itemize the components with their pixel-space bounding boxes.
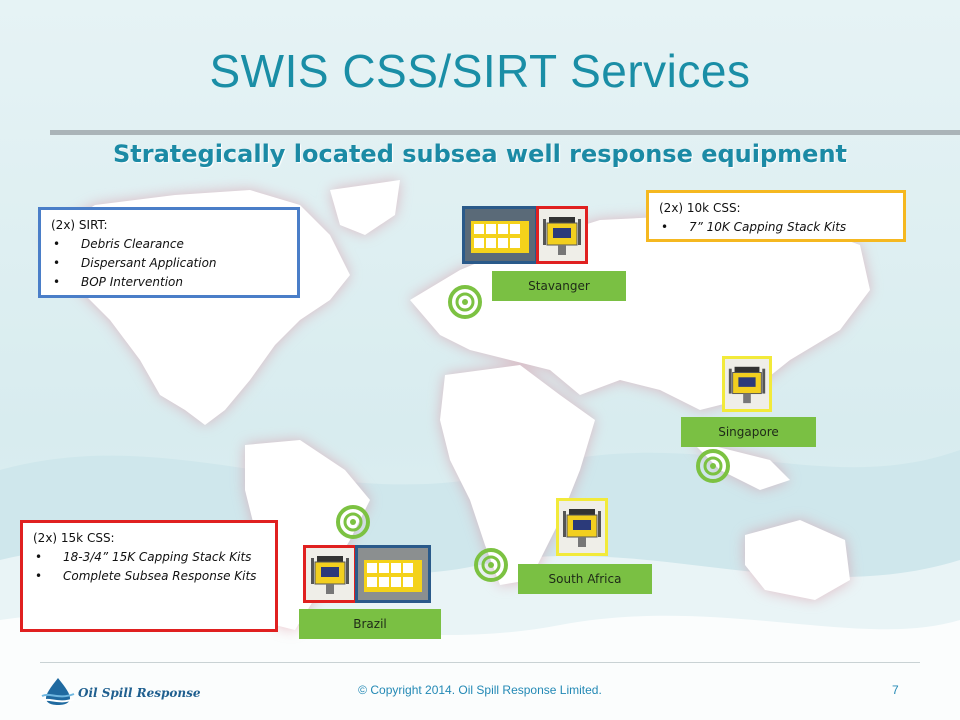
css10k-list: 7” 10K Capping Stack Kits — [659, 218, 893, 237]
subsea-kit-icon — [355, 545, 431, 603]
sirt-info-box: (2x) SIRT: Debris Clearance Dispersant A… — [38, 207, 300, 298]
capping-stack-icon — [556, 498, 608, 556]
location-label-brazil: Brazil — [299, 609, 441, 639]
oil-spill-response-logo — [40, 676, 76, 711]
target-rings-icon — [696, 449, 730, 483]
logo-text: Oil Spill Response — [78, 686, 201, 700]
css15k-list: 18-3/4” 15K Capping Stack Kits Complete … — [33, 548, 265, 586]
footer-divider — [40, 662, 920, 663]
list-item: 18-3/4” 15K Capping Stack Kits — [33, 548, 265, 567]
list-item: Dispersant Application — [51, 254, 287, 273]
title-divider — [50, 130, 960, 135]
sirt-list: Debris Clearance Dispersant Application … — [51, 235, 287, 292]
css10k-heading: (2x) 10k CSS: — [659, 201, 741, 215]
capping-stack-icon — [536, 206, 588, 264]
location-label-singapore: Singapore — [681, 417, 816, 447]
css15k-heading: (2x) 15k CSS: — [33, 531, 115, 545]
target-rings-icon — [336, 505, 370, 539]
css15k-info-box: (2x) 15k CSS: 18-3/4” 15K Capping Stack … — [20, 520, 278, 632]
copyright-text: © Copyright 2014. Oil Spill Response Lim… — [358, 683, 602, 697]
sirt-heading: (2x) SIRT: — [51, 218, 108, 232]
location-label-stavanger: Stavanger — [492, 271, 626, 301]
target-rings-icon — [474, 548, 508, 582]
page-number: 7 — [892, 683, 899, 697]
capping-stack-icon — [303, 545, 357, 603]
slide-subtitle: Strategically located subsea well respon… — [112, 140, 848, 168]
list-item: BOP Intervention — [51, 273, 287, 292]
list-item: Complete Subsea Response Kits — [33, 567, 265, 586]
location-label-south-africa: South Africa — [518, 564, 652, 594]
list-item: Debris Clearance — [51, 235, 287, 254]
list-item: 7” 10K Capping Stack Kits — [659, 218, 893, 237]
capping-stack-icon — [722, 356, 772, 412]
slide-title: SWIS CSS/SIRT Services — [209, 45, 751, 97]
css10k-info-box: (2x) 10k CSS: 7” 10K Capping Stack Kits — [646, 190, 906, 242]
subsea-kit-icon — [462, 206, 538, 264]
target-rings-icon — [448, 285, 482, 319]
